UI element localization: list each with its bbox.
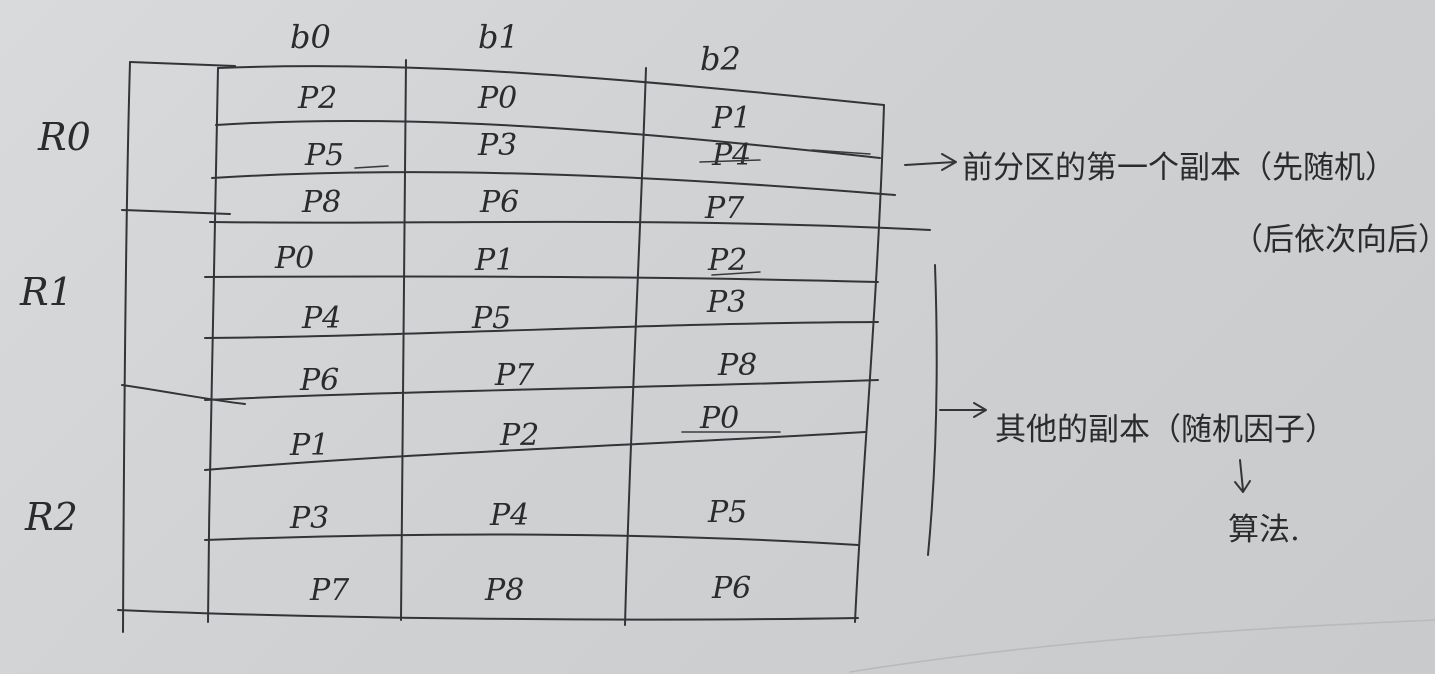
cell: P1 bbox=[474, 243, 514, 278]
grid-left-line bbox=[207, 67, 219, 623]
r0-bracket bbox=[121, 61, 236, 215]
cell: P5 bbox=[304, 138, 344, 173]
cell: P3 bbox=[289, 501, 329, 536]
grid-row-line bbox=[211, 171, 896, 196]
cell: P1 bbox=[711, 101, 751, 136]
cell: P7 bbox=[309, 573, 350, 608]
arrow-icon bbox=[1234, 459, 1251, 493]
cell: P6 bbox=[299, 363, 339, 398]
arrow-icon bbox=[904, 153, 957, 171]
grid-row-line bbox=[217, 65, 885, 106]
cell: P6 bbox=[711, 571, 751, 606]
other-replicas-note: 其他的副本（随机因子） bbox=[995, 412, 1336, 448]
row-label: R1 bbox=[19, 270, 73, 314]
row-label: R2 bbox=[24, 495, 78, 539]
cell: P4 bbox=[711, 138, 751, 173]
algorithm-note: 算法. bbox=[1228, 512, 1300, 548]
cell: P5 bbox=[707, 495, 747, 530]
row-label: R0 bbox=[37, 115, 91, 159]
first-replica-note: 前分区的第一个副本（先随机） bbox=[962, 150, 1396, 186]
grid-row-line bbox=[204, 275, 879, 283]
bracket-line bbox=[927, 264, 938, 556]
r1-r2-divider bbox=[121, 384, 246, 405]
cell: P2 bbox=[297, 81, 337, 116]
grid-col-line-2 bbox=[624, 67, 647, 626]
cell: P0 bbox=[699, 401, 739, 436]
cell: P6 bbox=[479, 185, 519, 220]
grid-row-line bbox=[215, 119, 881, 159]
cell: P4 bbox=[301, 301, 341, 336]
column-header: b2 bbox=[700, 40, 741, 78]
cell: P8 bbox=[301, 185, 341, 220]
paper-edge bbox=[849, 619, 1435, 673]
cell: P4 bbox=[489, 498, 529, 533]
grid-row-line bbox=[204, 321, 879, 339]
cell: P2 bbox=[499, 418, 539, 453]
cell: P1 bbox=[289, 428, 329, 463]
cell: P5 bbox=[471, 301, 511, 336]
cell: P7 bbox=[494, 358, 535, 393]
column-header: b0 bbox=[290, 18, 331, 56]
grid-row-line bbox=[204, 431, 866, 471]
cell: P3 bbox=[477, 128, 517, 163]
cell: P8 bbox=[717, 348, 757, 383]
cell: P3 bbox=[706, 285, 746, 320]
column-header: b1 bbox=[478, 18, 519, 56]
first-replica-subnote: （后依次向后） bbox=[1232, 222, 1435, 258]
arrow-icon bbox=[939, 402, 987, 418]
cell: P0 bbox=[477, 81, 517, 116]
pen-scribble bbox=[354, 149, 871, 433]
cell: P7 bbox=[704, 191, 745, 226]
cell: P0 bbox=[274, 241, 314, 276]
grid-row-line bbox=[117, 609, 859, 621]
table-left-border bbox=[122, 61, 131, 633]
grid-right-line bbox=[854, 104, 885, 623]
cell: P2 bbox=[707, 243, 747, 278]
grid-row-line bbox=[209, 220, 931, 231]
grid-row-line bbox=[204, 533, 859, 546]
grid-col-line-1 bbox=[400, 59, 407, 621]
grid-row-line bbox=[204, 379, 879, 401]
cell: P8 bbox=[484, 573, 524, 608]
